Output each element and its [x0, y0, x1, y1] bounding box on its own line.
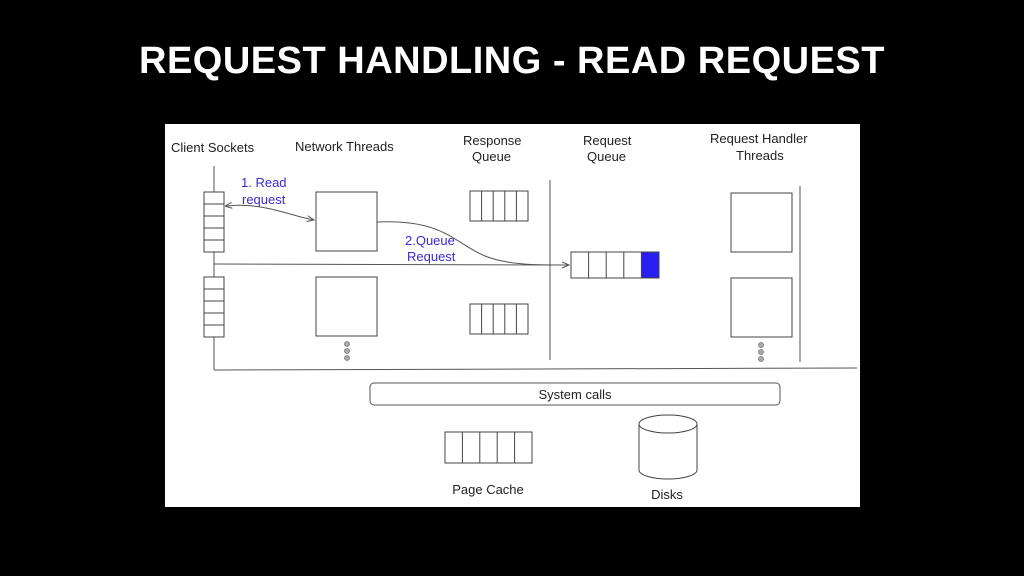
- request-queue-label-line2: Queue: [587, 149, 626, 164]
- system-calls-label: System calls: [539, 387, 612, 402]
- slide-title: REQUEST HANDLING - READ REQUEST: [139, 40, 885, 82]
- response-queue-label-line2: Queue: [472, 149, 511, 164]
- network-threads-label: Network Threads: [295, 139, 394, 154]
- read-request-arrow: [226, 205, 314, 220]
- step2-label-line2: Request: [407, 249, 456, 264]
- network-thread-box-2: [315, 276, 378, 337]
- page-cache-label: Page Cache: [452, 482, 524, 497]
- client-sockets-label: Client Sockets: [171, 140, 255, 155]
- handler-thread-box-2: [730, 277, 793, 338]
- disks-label: Disks: [651, 487, 683, 502]
- step2-label-line1: 2.Queue: [405, 233, 455, 248]
- response-queue-1: [469, 190, 529, 222]
- handler-thread-box-1: [730, 192, 793, 253]
- response-queue-2: [469, 303, 529, 335]
- handler-threads-label-line2: Threads: [736, 148, 784, 163]
- base-line: [213, 367, 858, 371]
- handler-threads-ellipsis: [758, 342, 764, 362]
- network-thread-box-1: [315, 191, 378, 252]
- request-handling-diagram: Client Sockets Network Threads Response …: [171, 131, 858, 502]
- system-calls-bar: [369, 382, 781, 406]
- socket-to-queue-arrow: [213, 264, 569, 265]
- request-queue: [570, 251, 660, 279]
- network-threads-ellipsis: [344, 341, 350, 361]
- step1-label-line2: request: [242, 192, 286, 207]
- disk-icon: [638, 414, 698, 480]
- queued-request-slot: [640, 251, 660, 279]
- client-socket-stack-1: [203, 191, 225, 253]
- client-socket-stack-2: [203, 276, 225, 338]
- step1-label-line1: 1. Read: [241, 175, 287, 190]
- handler-threads-label-line1: Request Handler: [710, 131, 808, 146]
- diagram-panel: Client Sockets Network Threads Response …: [165, 124, 860, 507]
- response-queue-label-line1: Response: [463, 133, 522, 148]
- page-cache: [444, 431, 533, 464]
- request-queue-label-line1: Request: [583, 133, 632, 148]
